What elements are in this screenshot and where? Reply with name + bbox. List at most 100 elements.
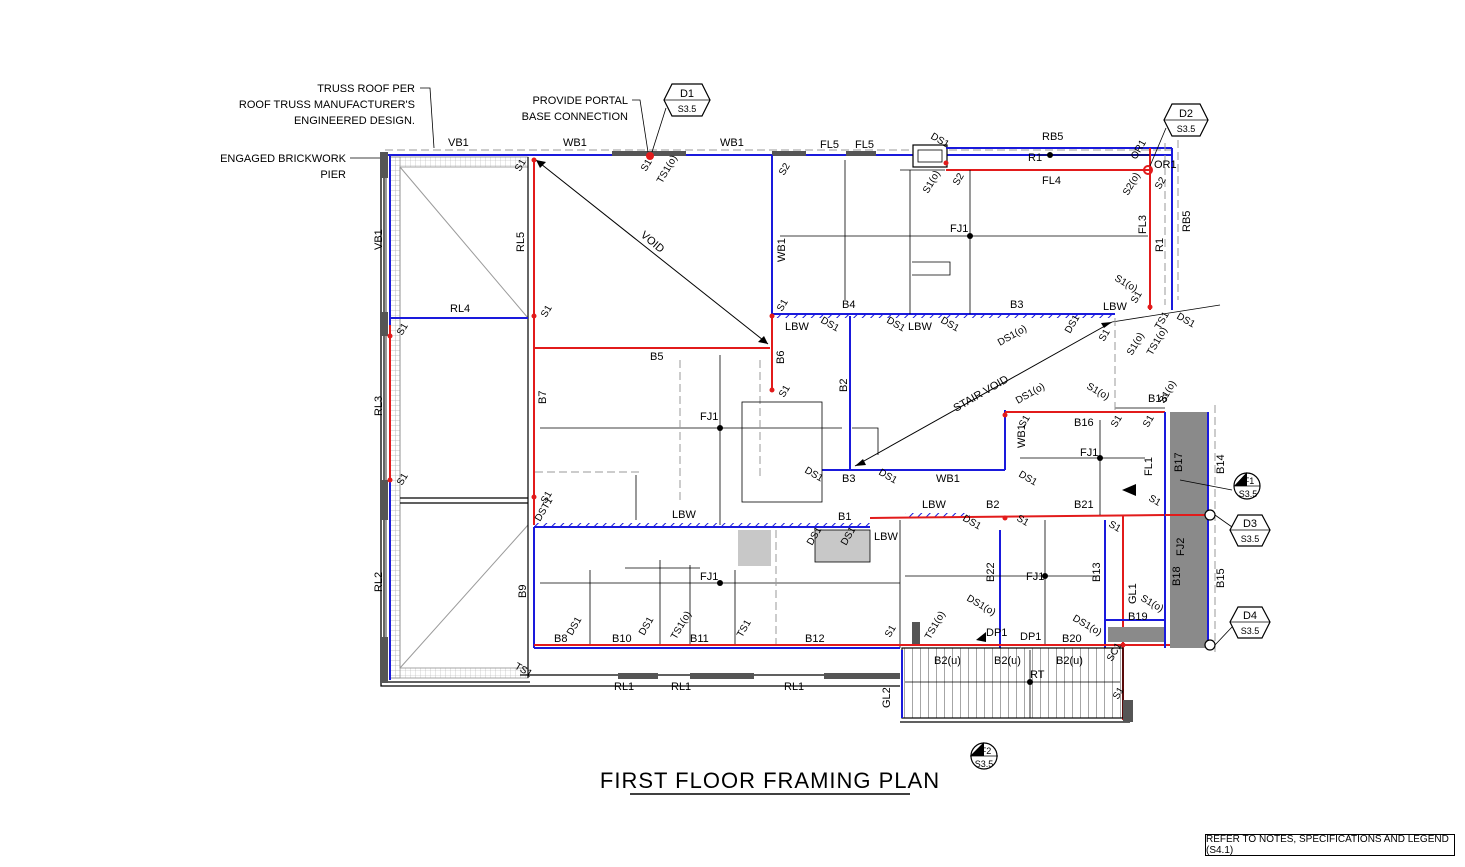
svg-text:FJ2: FJ2 (1175, 538, 1187, 556)
svg-text:OR1: OR1 (1154, 159, 1177, 171)
svg-text:B7: B7 (537, 391, 549, 404)
svg-text:ENGINEERED DESIGN.: ENGINEERED DESIGN. (294, 115, 415, 127)
svg-text:B16: B16 (1074, 417, 1094, 429)
svg-text:RL3: RL3 (373, 396, 385, 416)
svg-text:RB5: RB5 (1181, 211, 1193, 232)
svg-text:WB1: WB1 (936, 473, 960, 485)
svg-text:FL5: FL5 (820, 139, 839, 151)
svg-text:D4: D4 (1243, 610, 1257, 622)
svg-text:RL1: RL1 (784, 681, 804, 693)
svg-text:S1: S1 (883, 623, 899, 639)
svg-text:S3.5: S3.5 (1239, 489, 1258, 499)
svg-text:S2: S2 (777, 161, 793, 177)
detail-callout-d2[interactable]: D2 S3.5 (1149, 103, 1209, 167)
svg-text:B22: B22 (985, 562, 997, 582)
svg-text:S1: S1 (395, 321, 411, 337)
detail-callout-d1[interactable]: D1 S3.5 (651, 83, 711, 153)
svg-text:S1: S1 (1017, 413, 1033, 429)
svg-text:PROVIDE PORTAL: PROVIDE PORTAL (532, 95, 628, 107)
svg-text:S1(o): S1(o) (1085, 381, 1112, 403)
svg-text:WB1: WB1 (1016, 424, 1028, 448)
svg-text:FJ1: FJ1 (1026, 571, 1044, 583)
svg-text:WB1: WB1 (563, 137, 587, 149)
svg-text:STAIR VOID: STAIR VOID (952, 373, 1011, 414)
svg-text:FJ1: FJ1 (1080, 447, 1098, 459)
svg-text:ROOF TRUSS MANUFACTURER'S: ROOF TRUSS MANUFACTURER'S (239, 99, 415, 111)
svg-text:TRUSS ROOF PER: TRUSS ROOF PER (317, 83, 415, 95)
svg-text:FL1: FL1 (1143, 457, 1155, 476)
svg-text:DS1: DS1 (1017, 469, 1040, 488)
svg-text:FJ1: FJ1 (950, 223, 968, 235)
svg-text:WB1: WB1 (720, 137, 744, 149)
svg-text:LBW: LBW (874, 531, 898, 543)
svg-text:S1: S1 (1129, 289, 1145, 305)
svg-text:RL2: RL2 (373, 572, 385, 592)
svg-text:B17: B17 (1173, 452, 1185, 472)
section-marker-f1[interactable]: F1 S3.5 (1233, 472, 1261, 500)
svg-text:GL2: GL2 (881, 687, 893, 708)
svg-text:FL5: FL5 (855, 139, 874, 151)
svg-text:S1: S1 (1097, 327, 1113, 343)
svg-text:RB5: RB5 (1042, 131, 1063, 143)
svg-text:B9: B9 (517, 585, 529, 598)
svg-text:S1: S1 (639, 157, 655, 173)
svg-text:B10: B10 (612, 633, 632, 645)
svg-text:S2(o): S2(o) (1121, 171, 1143, 198)
svg-text:FL4: FL4 (1042, 175, 1061, 187)
svg-text:RL1: RL1 (671, 681, 691, 693)
svg-text:S2: S2 (1153, 175, 1169, 191)
svg-text:S3.5: S3.5 (975, 759, 994, 769)
svg-text:B15: B15 (1215, 568, 1227, 588)
svg-text:DS1: DS1 (1175, 311, 1198, 330)
svg-text:FIRST FLOOR FRAMING PLAN: FIRST FLOOR FRAMING PLAN (600, 768, 940, 793)
member-labels: VB1 WB1 WB1 FL5 FL5 RB5 R1 FL4 FJ1 B3 B4… (373, 131, 1227, 708)
svg-text:S3.5: S3.5 (1177, 124, 1196, 134)
svg-text:B2: B2 (986, 499, 999, 511)
svg-text:B5: B5 (650, 351, 663, 363)
detail-callout-d4[interactable]: D4 S3.5 (1229, 606, 1271, 639)
top-boundary (385, 140, 1179, 310)
svg-text:BASE CONNECTION: BASE CONNECTION (522, 111, 628, 123)
svg-text:S1: S1 (513, 157, 529, 173)
svg-text:B2(u): B2(u) (1056, 655, 1083, 667)
svg-text:F2: F2 (981, 746, 992, 756)
svg-text:S1(o): S1(o) (1125, 331, 1147, 358)
svg-text:DS1(o): DS1(o) (1014, 381, 1047, 406)
svg-text:S1(o): S1(o) (921, 169, 943, 196)
svg-text:TS1(o): TS1(o) (923, 610, 948, 642)
svg-text:TS1: TS1 (735, 618, 754, 640)
svg-text:DP1: DP1 (1020, 631, 1041, 643)
svg-text:S1: S1 (775, 297, 791, 313)
svg-text:B3: B3 (842, 473, 855, 485)
svg-text:D1: D1 (680, 88, 694, 100)
svg-text:S1: S1 (395, 471, 411, 487)
reference-note: REFER TO NOTES, SPECIFICATIONS AND LEGEN… (1205, 834, 1455, 856)
svg-text:RL5: RL5 (515, 232, 527, 252)
svg-text:GL1: GL1 (1127, 583, 1139, 604)
svg-text:TS1(o): TS1(o) (655, 154, 680, 186)
svg-text:B19: B19 (1128, 611, 1148, 623)
svg-text:B8: B8 (554, 633, 567, 645)
svg-text:S1: S1 (1015, 513, 1031, 529)
svg-text:TS1(o): TS1(o) (1145, 326, 1170, 358)
svg-text:S1: S1 (1141, 413, 1157, 429)
section-marker-f2[interactable]: F2 S3.5 (970, 742, 998, 770)
svg-text:D2: D2 (1179, 108, 1193, 120)
svg-text:LBW: LBW (922, 499, 946, 511)
svg-text:B20: B20 (1062, 633, 1082, 645)
svg-text:B12: B12 (805, 633, 825, 645)
svg-text:B14: B14 (1215, 454, 1227, 474)
svg-text:B1: B1 (838, 511, 851, 523)
svg-text:S1: S1 (1147, 493, 1163, 509)
svg-text:DS1(o): DS1(o) (965, 593, 998, 618)
svg-text:VB1: VB1 (448, 137, 469, 149)
svg-text:FJ1: FJ1 (700, 571, 718, 583)
detail-callout-d3[interactable]: D3 S3.5 (1229, 514, 1271, 547)
svg-text:S2: S2 (951, 171, 967, 187)
interior-framing (387, 155, 1233, 723)
svg-text:S1: S1 (539, 489, 555, 505)
left-verandah (380, 152, 900, 687)
svg-text:RL1: RL1 (614, 681, 634, 693)
svg-text:S3.5: S3.5 (678, 104, 697, 114)
